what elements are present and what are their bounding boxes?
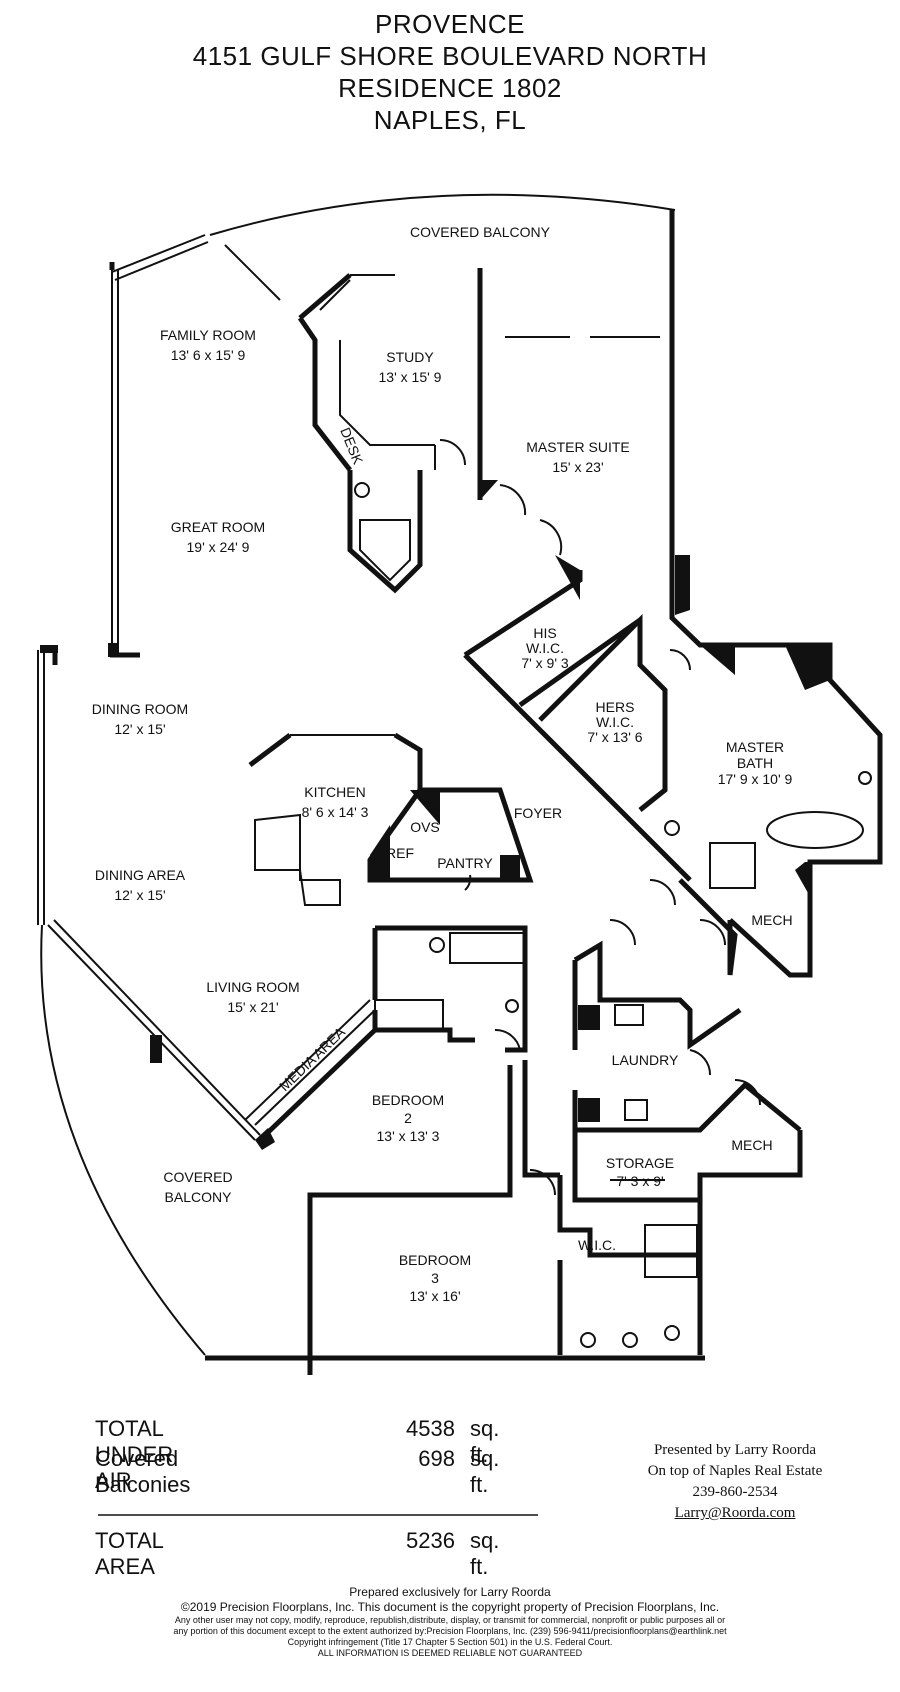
label-hers-wic-dim: 7' x 13' 6 [587,729,642,745]
label-media-area: MEDIA AREA [276,1023,349,1094]
label-covered-balcony-bottom: COVERED [163,1169,232,1185]
label-study-dim: 13' x 15' 9 [379,369,442,385]
presented-email-link[interactable]: Larry@Roorda.com [674,1505,796,1521]
label-wic-3: W.I.C. [578,1237,616,1253]
label-family-room: FAMILY ROOM [160,327,256,343]
label-dining-room-dim: 12' x 15' [114,721,165,737]
prepared-for: Prepared exclusively for Larry Roorda [349,1585,551,1599]
building-name: PROVENCE [375,9,525,39]
label-dining-area-dim: 12' x 15' [114,887,165,903]
presented-company: On top of Naples Real Estate [647,1463,823,1479]
top-balcony-edge [209,193,676,236]
label-dining-room: DINING ROOM [92,701,188,717]
label-his-wic: HIS [533,625,556,641]
label-mech-2: MECH [731,1137,772,1153]
street-address: 4151 GULF SHORE BOULEVARD NORTH [192,41,708,71]
label-master-suite-dim: 15' x 23' [552,459,603,475]
label-foyer: FOYER [514,805,562,821]
label-hers-wic: HERS [596,699,635,715]
label-hers-wic-2: W.I.C. [596,714,634,730]
label-ovs: OVS [410,819,440,835]
copyright-line: ©2019 Precision Floorplans, Inc. This do… [180,1600,720,1614]
label-covered-balcony-bottom-2: BALCONY [165,1189,233,1205]
label-kitchen-dim: 8' 6 x 14' 3 [302,804,369,820]
label-family-room-dim: 13' 6 x 15' 9 [171,347,246,363]
label-laundry: LAUNDRY [612,1052,679,1068]
label-master-bath-dim: 17' 9 x 10' 9 [718,771,793,787]
label-kitchen: KITCHEN [304,784,365,800]
legal-line-4: ALL INFORMATION IS DEEMED RELIABLE NOT G… [317,1648,583,1658]
legal-line-2: any portion of this document except to t… [173,1626,727,1636]
city-state: NAPLES, FL [373,105,527,135]
label-great-room: GREAT ROOM [171,519,265,535]
label-bedroom-2-dim: 13' x 13' 3 [377,1128,440,1144]
label-great-room-dim: 19' x 24' 9 [187,539,250,555]
residence-number: RESIDENCE 1802 [338,73,562,103]
label-storage: STORAGE [606,1155,674,1171]
label-master-bath-2: BATH [737,755,773,771]
label-bedroom-2: BEDROOM [372,1092,444,1108]
label-his-wic-2: W.I.C. [526,640,564,656]
label-his-wic-dim: 7' x 9' 3 [521,655,569,671]
thin-walls [37,193,872,1356]
legal-footer: Prepared exclusively for Larry Roorda ©2… [40,1585,860,1659]
label-bedroom-3: BEDROOM [399,1252,471,1268]
label-storage-dim: 7' 3 x 9' [616,1173,663,1189]
label-bedroom-2-num: 2 [404,1110,412,1126]
presented-name: Presented by Larry Roorda [653,1442,817,1458]
wall-columns [40,480,830,1150]
presented-phone: 239-860-2534 [692,1484,778,1500]
label-bedroom-3-dim: 13' x 16' [409,1288,460,1304]
legal-line-1: Any other user may not copy, modify, rep… [174,1615,726,1625]
label-study: STUDY [386,349,434,365]
bottom-balcony-edge [40,924,206,1356]
label-bedroom-3-num: 3 [431,1270,439,1286]
room-labels: COVERED BALCONY FAMILY ROOM 13' 6 x 15' … [92,224,793,1304]
label-dining-area: DINING AREA [95,867,186,883]
label-master-bath: MASTER [726,739,784,755]
label-pantry: PANTRY [437,855,493,871]
legal-line-3: Copyright infringement (Title 17 Chapter… [287,1637,613,1647]
label-ref: REF [386,845,414,861]
label-master-suite: MASTER SUITE [526,439,629,455]
label-covered-balcony-top: COVERED BALCONY [410,224,551,240]
label-living-room: LIVING ROOM [206,979,299,995]
plan-header: PROVENCE 4151 GULF SHORE BOULEVARD NORTH… [0,8,900,136]
label-mech-1: MECH [751,912,792,928]
presented-by: Presented by Larry Roorda On top of Napl… [620,1440,850,1524]
label-living-room-dim: 15' x 21' [227,999,278,1015]
